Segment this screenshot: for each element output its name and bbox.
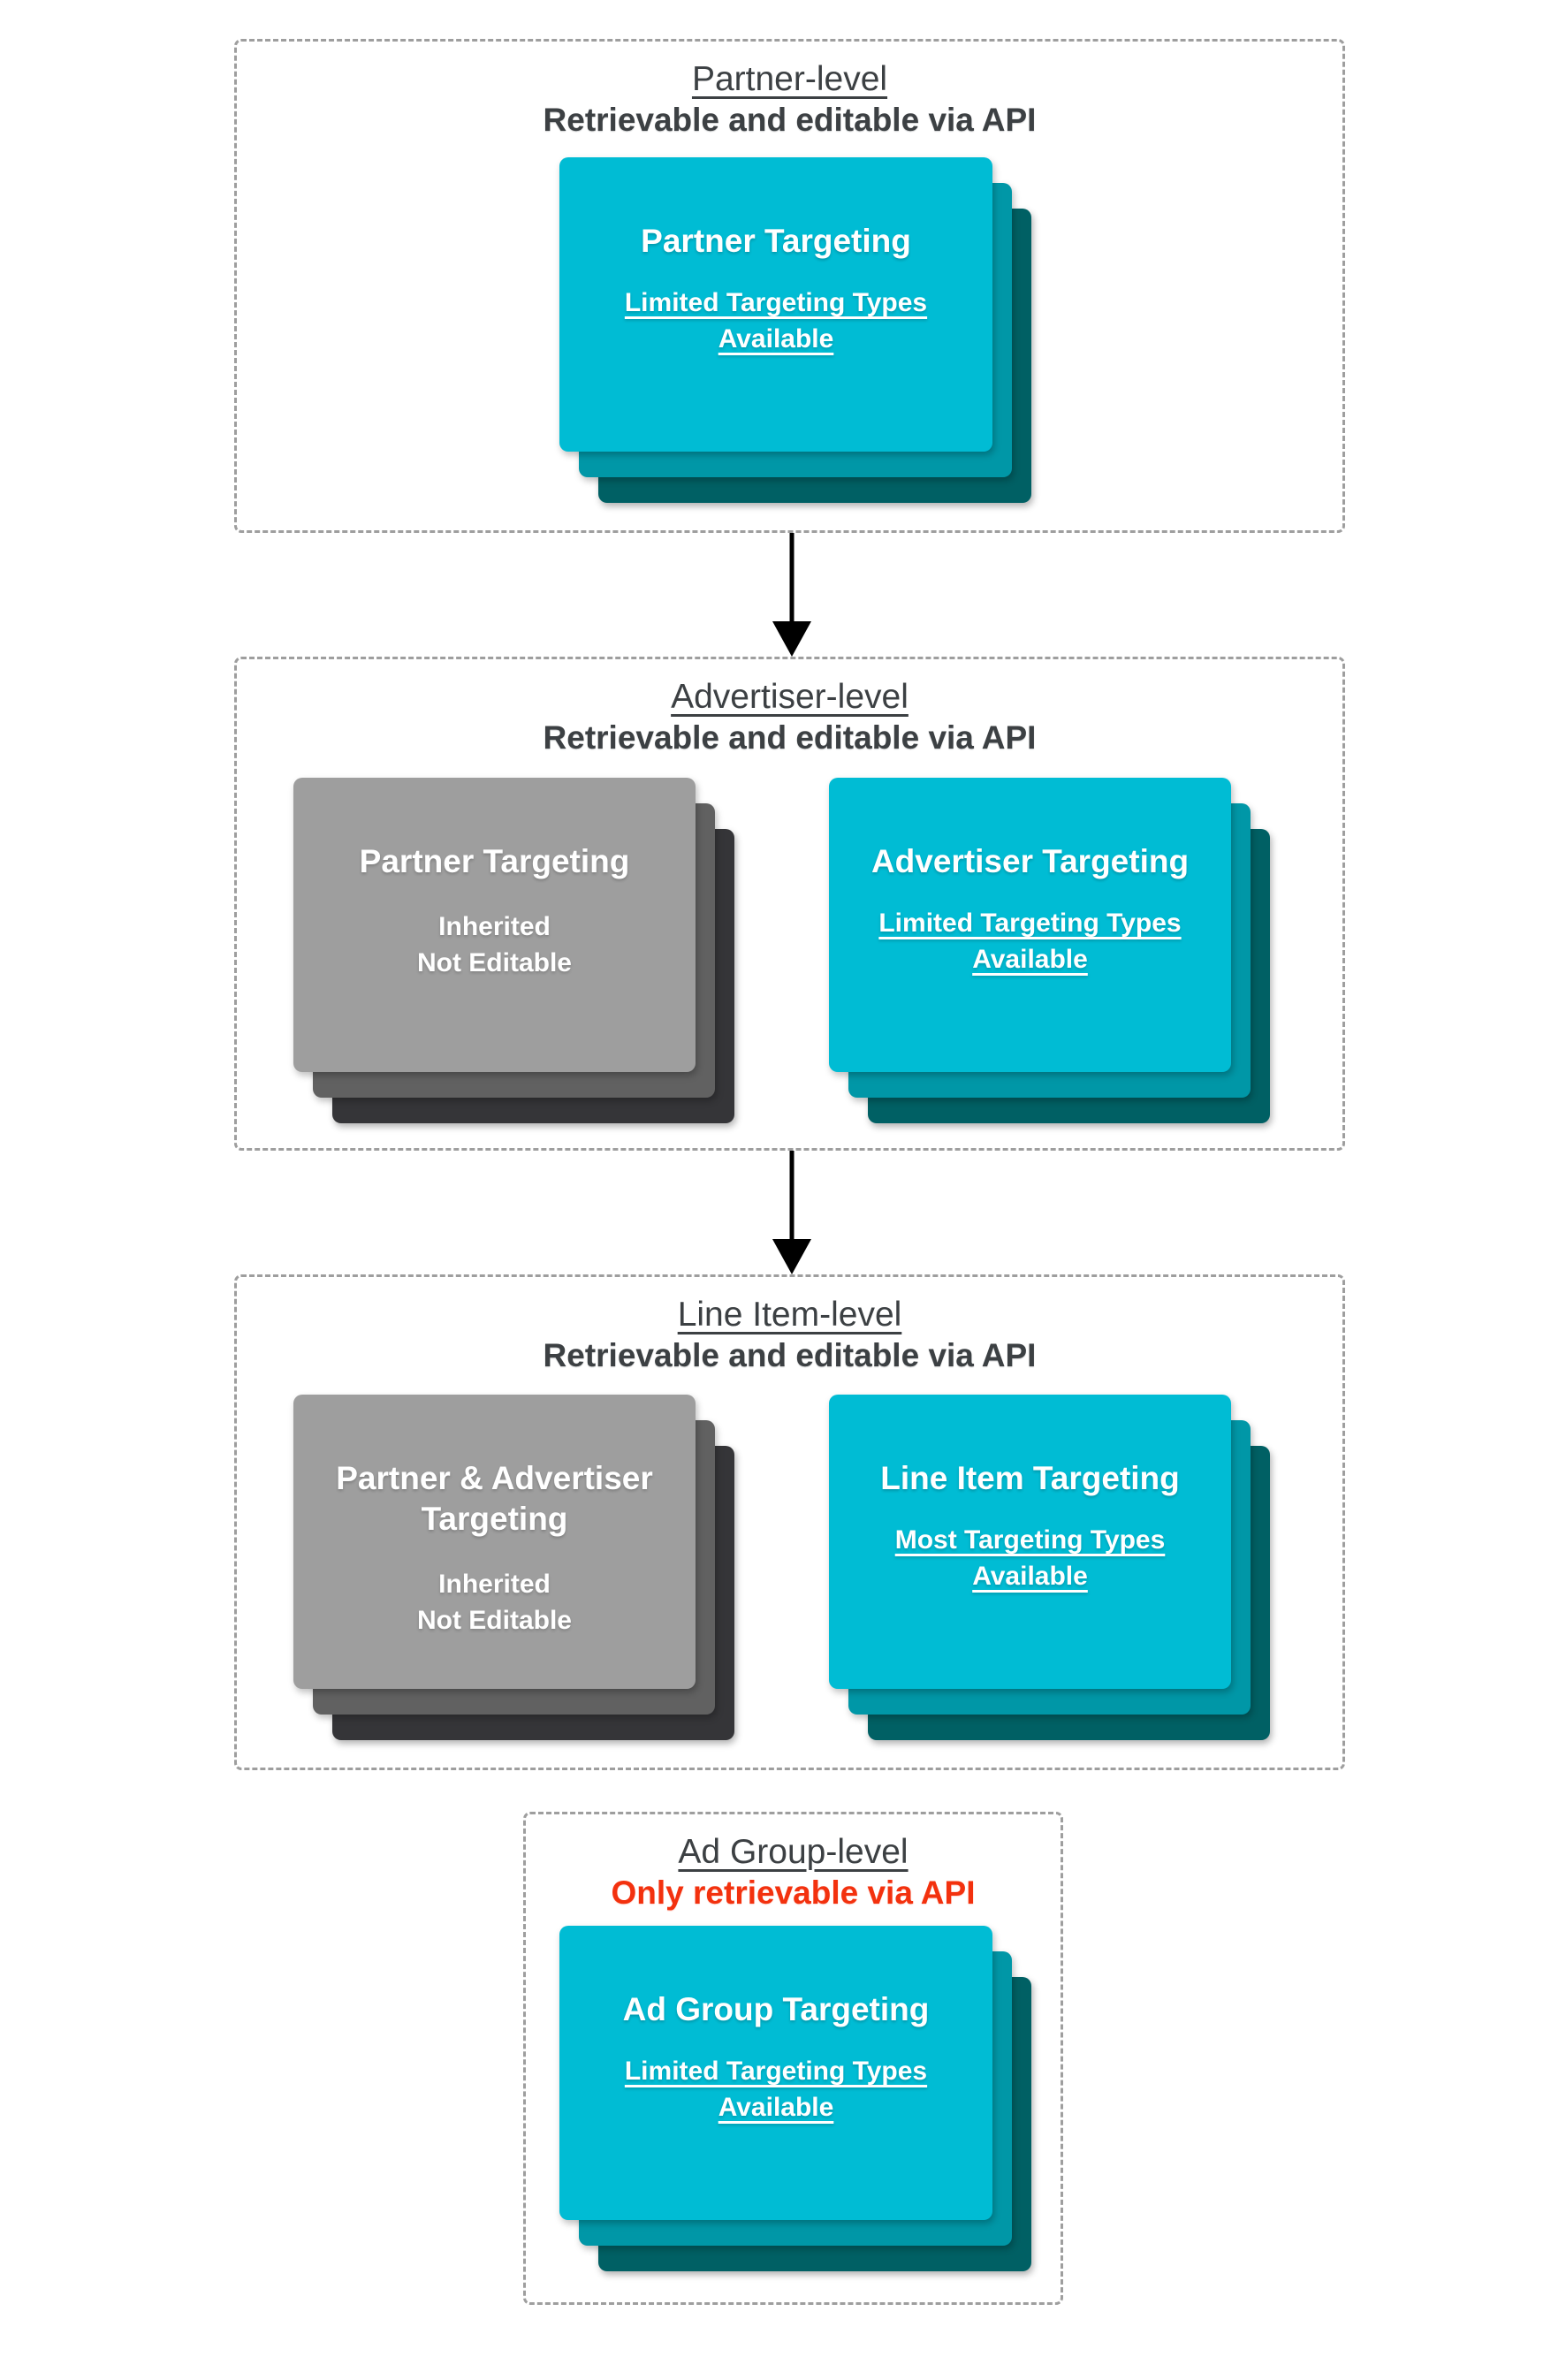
card-stack-partner-targeting: Partner Targeting Limited Targeting Type… xyxy=(559,157,1031,503)
card-note: Most Targeting Types Available xyxy=(894,1525,1166,1591)
card-note-line-2: Not Editable xyxy=(416,1606,572,1635)
level-api-note-ad-group: Only retrievable via API xyxy=(611,1874,976,1911)
section-advertiser-level: Advertiser-level Retrievable and editabl… xyxy=(234,657,1345,1151)
card-note-line-1: Inherited xyxy=(438,912,551,941)
card-stack-line-item-targeting: Line Item Targeting Most Targeting Types… xyxy=(829,1395,1270,1740)
card-title: Ad Group Targeting xyxy=(622,1991,930,2027)
card-stack-inherited-partner-targeting: Partner Targeting Inherited Not Editable xyxy=(293,778,734,1123)
card-note: Limited Targeting Types Available xyxy=(624,288,928,354)
section-partner-level: Partner-level Retrievable and editable v… xyxy=(234,39,1345,533)
section-gap xyxy=(0,1770,1551,1812)
card-line-item-targeting: Line Item Targeting Most Targeting Types… xyxy=(829,1395,1231,1689)
level-api-note-advertiser: Retrievable and editable via API xyxy=(543,719,1037,756)
level-title-partner: Partner-level xyxy=(691,60,888,98)
card-note-line-1: Inherited xyxy=(438,1570,551,1599)
card-inherited-partner-advertiser-targeting: Partner & Advertiser Targeting Inherited… xyxy=(293,1395,696,1689)
card-inherited-partner-targeting: Partner Targeting Inherited Not Editable xyxy=(293,778,696,1072)
card-title: Partner Targeting xyxy=(359,843,630,879)
flow-gap-1 xyxy=(0,533,1551,657)
card-stack-advertiser-targeting: Advertiser Targeting Limited Targeting T… xyxy=(829,778,1270,1123)
card-title: Partner Targeting xyxy=(641,223,911,259)
card-advertiser-targeting: Advertiser Targeting Limited Targeting T… xyxy=(829,778,1231,1072)
card-title: Advertiser Targeting xyxy=(871,843,1190,879)
card-note: Limited Targeting Types Available xyxy=(878,909,1182,974)
card-stack-inherited-partner-advertiser-targeting: Partner & Advertiser Targeting Inherited… xyxy=(293,1395,734,1740)
section-line-item-level: Line Item-level Retrievable and editable… xyxy=(234,1274,1345,1770)
card-partner-targeting: Partner Targeting Limited Targeting Type… xyxy=(559,157,992,452)
level-title-line-item: Line Item-level xyxy=(677,1296,902,1334)
targeting-hierarchy-diagram: Partner-level Retrievable and editable v… xyxy=(0,39,1551,2305)
flow-gap-2 xyxy=(0,1151,1551,1274)
down-arrow-icon xyxy=(772,533,811,657)
level-api-note-partner: Retrievable and editable via API xyxy=(543,102,1037,138)
down-arrow-icon xyxy=(772,1151,811,1274)
card-title: Line Item Targeting xyxy=(880,1460,1180,1496)
card-title: Partner & Advertiser Targeting xyxy=(336,1460,653,1537)
level-api-note-line-item: Retrievable and editable via API xyxy=(543,1337,1037,1373)
level-title-advertiser: Advertiser-level xyxy=(671,678,909,716)
card-note: Limited Targeting Types Available xyxy=(624,2057,928,2122)
section-ad-group-level: Ad Group-level Only retrievable via API … xyxy=(523,1812,1063,2305)
card-ad-group-targeting: Ad Group Targeting Limited Targeting Typ… xyxy=(559,1926,992,2220)
level-title-ad-group: Ad Group-level xyxy=(678,1833,909,1871)
card-stack-ad-group-targeting: Ad Group Targeting Limited Targeting Typ… xyxy=(559,1926,1031,2271)
card-note-line-2: Not Editable xyxy=(416,948,572,977)
